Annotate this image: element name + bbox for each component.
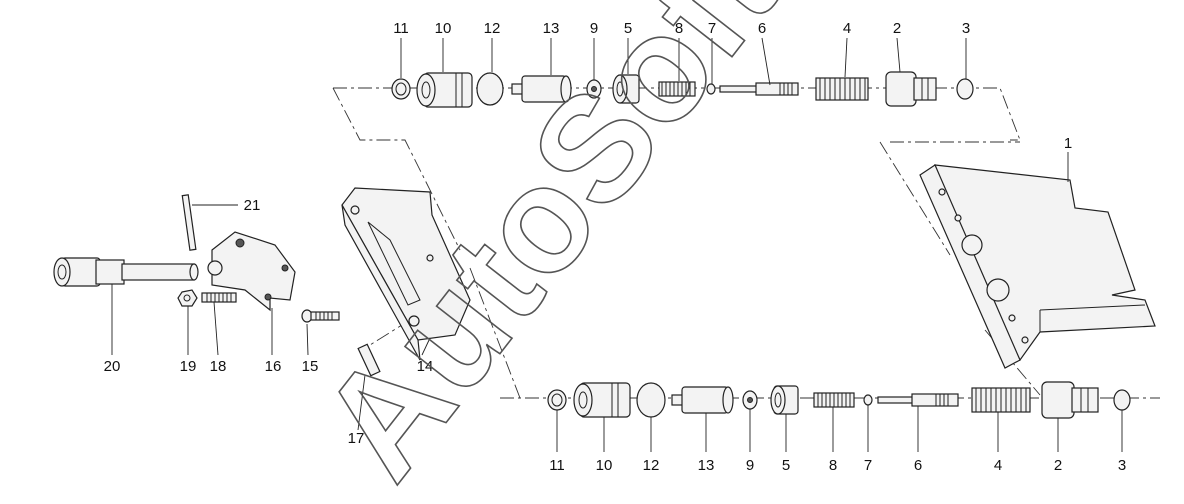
top-label-13: 13 <box>543 20 560 37</box>
bottom-part-8-spring <box>813 392 855 408</box>
bottom-part-12-disc <box>636 382 666 418</box>
top-label-4: 4 <box>843 20 851 37</box>
top-part-8-spring <box>658 81 696 97</box>
label-21: 21 <box>244 197 261 214</box>
bottom-part-11-ring <box>547 389 567 411</box>
top-label-3: 3 <box>962 20 970 37</box>
part-16-bracket: 16 <box>207 231 296 375</box>
top-part-2-plug <box>885 71 937 107</box>
top-row-parts <box>391 71 974 108</box>
bottom-label-4: 4 <box>994 457 1002 474</box>
top-label-5: 5 <box>624 20 632 37</box>
part-18-small-screw: 18 <box>201 292 237 375</box>
bottom-part-4-spring <box>971 387 1031 413</box>
top-label-9: 9 <box>590 20 598 37</box>
top-part-13-piston <box>511 75 572 103</box>
bottom-part-6-stem <box>877 393 959 407</box>
label-18: 18 <box>210 358 227 375</box>
bottom-part-2-plug <box>1041 381 1099 419</box>
bottom-label-6: 6 <box>914 457 922 474</box>
label-16: 16 <box>265 358 282 375</box>
top-part-10-sleeve <box>416 72 473 108</box>
top-label-10: 10 <box>435 20 452 37</box>
bottom-labels: 11 10 12 13 9 5 8 7 6 4 2 3 <box>549 457 1126 474</box>
label-17: 17 <box>348 430 365 447</box>
top-label-6: 6 <box>758 20 766 37</box>
bottom-row-parts <box>547 381 1131 419</box>
label-19: 19 <box>180 358 197 375</box>
top-label-11: 11 <box>393 20 409 37</box>
bottom-label-12: 12 <box>643 457 660 474</box>
bottom-label-8: 8 <box>829 457 837 474</box>
part-21-pin: 21 <box>181 194 261 251</box>
bottom-label-3: 3 <box>1118 457 1126 474</box>
top-label-12: 12 <box>484 20 501 37</box>
label-20: 20 <box>104 358 121 375</box>
part-20-shaft: 20 <box>53 257 199 375</box>
bottom-leaders <box>556 405 1123 452</box>
top-label-2: 2 <box>893 20 901 37</box>
bottom-part-7-ring <box>863 394 873 406</box>
top-label-7: 7 <box>708 20 716 37</box>
part-15-screw: 15 <box>301 309 340 375</box>
top-part-4-spring <box>815 77 869 101</box>
top-leaders <box>400 37 967 86</box>
top-part-11-ring <box>391 78 411 100</box>
bottom-label-10: 10 <box>596 457 613 474</box>
top-label-8: 8 <box>675 20 683 37</box>
part-1-valve-body: 1 <box>919 135 1156 369</box>
top-part-6-stem <box>719 82 799 96</box>
label-14: 14 <box>417 358 434 375</box>
bottom-part-10-sleeve <box>573 382 631 418</box>
part-19-nut: 19 <box>177 289 198 375</box>
top-part-3-cap <box>956 78 974 100</box>
bottom-part-13-piston <box>671 386 734 414</box>
bottom-part-5-bushing <box>770 385 799 415</box>
top-part-5-bushing <box>612 74 640 104</box>
label-15: 15 <box>302 358 319 375</box>
bottom-label-11: 11 <box>549 457 565 474</box>
bottom-label-2: 2 <box>1054 457 1062 474</box>
bottom-label-9: 9 <box>746 457 754 474</box>
label-1: 1 <box>1064 135 1072 152</box>
top-labels: 11 10 12 13 9 5 8 7 6 4 2 3 <box>393 20 970 37</box>
bottom-part-3-cap <box>1113 389 1131 411</box>
top-part-12-disc <box>476 72 504 106</box>
part-17-dowel: 17 <box>348 343 381 447</box>
bottom-label-5: 5 <box>782 457 790 474</box>
bottom-label-7: 7 <box>864 457 872 474</box>
part-14-plate: 14 <box>341 187 471 375</box>
bottom-label-13: 13 <box>698 457 715 474</box>
top-part-7-ring <box>706 83 716 95</box>
